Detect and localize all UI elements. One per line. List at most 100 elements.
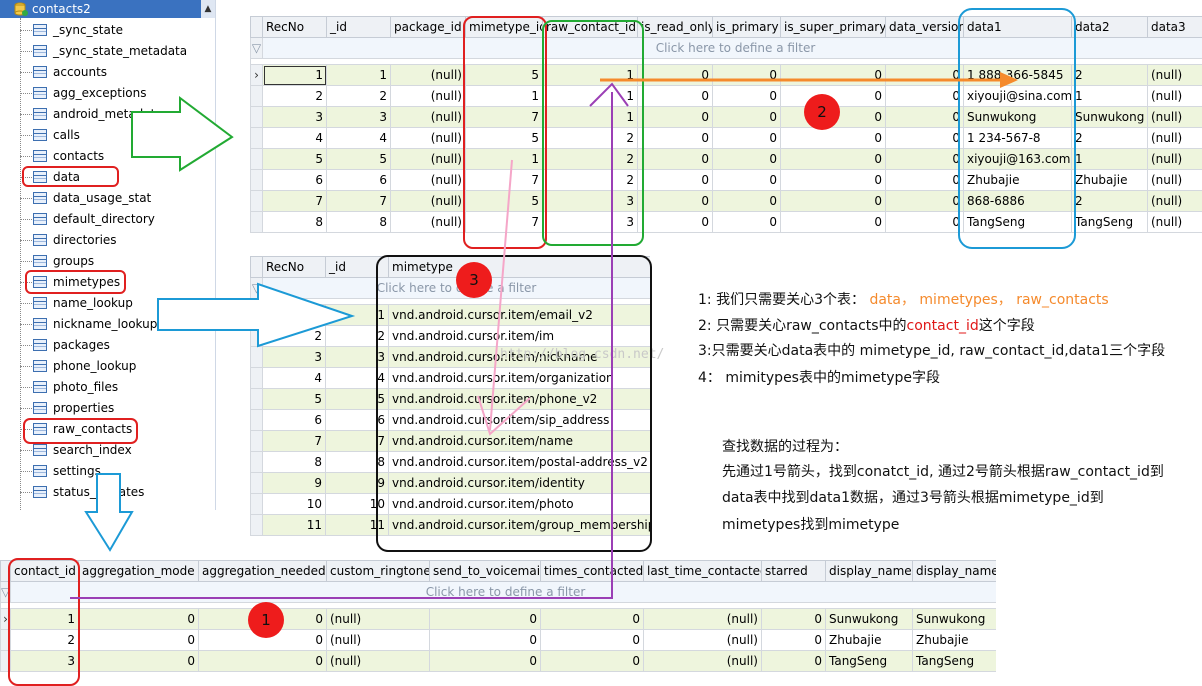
table-cell[interactable]: TangSeng bbox=[825, 650, 913, 672]
tree-item-contacts[interactable]: contacts bbox=[20, 146, 210, 167]
column-header-data2[interactable]: data2 bbox=[1071, 16, 1148, 38]
table-cell[interactable]: 1 bbox=[465, 85, 543, 107]
table-cell[interactable]: TangSeng bbox=[912, 650, 996, 672]
table-cell[interactable]: 0 bbox=[429, 650, 541, 672]
tree-item-phone-lookup[interactable]: phone_lookup bbox=[20, 356, 210, 377]
table-cell[interactable]: (null) bbox=[1147, 85, 1202, 107]
table-cell[interactable]: (null) bbox=[326, 650, 430, 672]
column-header-times-contacted[interactable]: times_contacted bbox=[540, 560, 644, 582]
column-header-data-version[interactable]: data_version bbox=[885, 16, 964, 38]
table-cell[interactable]: vnd.android.cursor.item/sip_address bbox=[388, 409, 650, 431]
table-cell[interactable]: (null) bbox=[326, 629, 430, 651]
table-cell[interactable]: 3 bbox=[262, 106, 327, 128]
table-cell[interactable]: 868-6886 bbox=[963, 190, 1072, 212]
table-cell[interactable]: 0 bbox=[198, 650, 327, 672]
table-cell[interactable]: Zhubajie bbox=[963, 169, 1072, 191]
table-cell[interactable]: 10 bbox=[262, 493, 326, 515]
table-cell[interactable]: 0 bbox=[637, 106, 713, 128]
tree-item-agg-exceptions[interactable]: agg_exceptions bbox=[20, 83, 210, 104]
table-cell[interactable]: 5 bbox=[262, 388, 326, 410]
table-cell[interactable]: 5 bbox=[465, 127, 543, 149]
table-cell[interactable]: 6 bbox=[325, 409, 389, 431]
table-cell[interactable]: 5 bbox=[262, 148, 327, 170]
table-cell[interactable]: 1 bbox=[465, 148, 543, 170]
tree-item-nickname-lookup[interactable]: nickname_lookup bbox=[20, 314, 210, 335]
table-cell[interactable]: 0 bbox=[429, 629, 541, 651]
column-header-last-time-contacted[interactable]: last_time_contacted bbox=[643, 560, 762, 582]
table-cell[interactable]: (null) bbox=[1147, 190, 1202, 212]
table-cell[interactable]: vnd.android.cursor.item/phone_v2 bbox=[388, 388, 650, 410]
table-cell[interactable]: 0 bbox=[761, 629, 826, 651]
table-cell[interactable]: 0 bbox=[761, 650, 826, 672]
table-cell[interactable]: (null) bbox=[1147, 211, 1202, 233]
tree-item--sync-state[interactable]: _sync_state bbox=[20, 20, 210, 41]
tree-item-properties[interactable]: properties bbox=[20, 398, 210, 419]
table-cell[interactable]: 0 bbox=[780, 169, 886, 191]
tree-item--sync-state-metadata[interactable]: _sync_state_metadata bbox=[20, 41, 210, 62]
table-cell[interactable]: 0 bbox=[637, 127, 713, 149]
table-cell[interactable]: 1 bbox=[542, 85, 638, 107]
table-cell[interactable]: 0 bbox=[712, 85, 781, 107]
table-cell[interactable]: 0 bbox=[885, 106, 964, 128]
table-cell[interactable]: 2 bbox=[262, 85, 327, 107]
table-cell[interactable]: (null) bbox=[643, 608, 762, 630]
table-cell[interactable]: 0 bbox=[712, 169, 781, 191]
table-cell[interactable]: Zhubajie bbox=[825, 629, 913, 651]
table-cell[interactable]: 6 bbox=[262, 409, 326, 431]
table-cell[interactable]: 3 bbox=[542, 211, 638, 233]
table-cell[interactable]: 10 bbox=[325, 493, 389, 515]
table-cell[interactable]: (null) bbox=[390, 211, 466, 233]
tree-item-default-directory[interactable]: default_directory bbox=[20, 209, 210, 230]
column-header-data1[interactable]: data1 bbox=[963, 16, 1072, 38]
tree-root-contacts2[interactable]: contacts2 ▲ bbox=[0, 0, 215, 18]
column-header-contact-id[interactable]: contact_id bbox=[10, 560, 79, 582]
tree-item-directories[interactable]: directories bbox=[20, 230, 210, 251]
column-header-is-super-primary[interactable]: is_super_primary bbox=[780, 16, 886, 38]
table-cell[interactable]: 1 bbox=[542, 106, 638, 128]
column-header-custom-ringtone[interactable]: custom_ringtone bbox=[326, 560, 430, 582]
table-cell[interactable]: vnd.android.cursor.item/nickname bbox=[388, 346, 650, 368]
column-header-RecNo[interactable]: RecNo bbox=[262, 16, 327, 38]
table-cell[interactable]: 2 bbox=[542, 127, 638, 149]
table-cell[interactable]: vnd.android.cursor.item/organization bbox=[388, 367, 650, 389]
table-cell[interactable]: 2 bbox=[10, 629, 79, 651]
table-cell[interactable]: (null) bbox=[1147, 106, 1202, 128]
table-cell[interactable]: 1 bbox=[262, 64, 327, 86]
table-cell[interactable]: Sunwukong bbox=[1071, 106, 1148, 128]
table-cell[interactable]: 0 bbox=[780, 211, 886, 233]
table-cell[interactable]: 0 bbox=[780, 190, 886, 212]
table-cell[interactable]: 1 bbox=[10, 608, 79, 630]
tree-item-settings[interactable]: settings bbox=[20, 461, 210, 482]
table-cell[interactable]: 9 bbox=[325, 472, 389, 494]
tree-item-groups[interactable]: groups bbox=[20, 251, 210, 272]
table-cell[interactable]: Sunwukong bbox=[825, 608, 913, 630]
table-cell[interactable]: 0 bbox=[78, 650, 199, 672]
table-cell[interactable]: 0 bbox=[78, 629, 199, 651]
table-cell[interactable]: vnd.android.cursor.item/group_membership bbox=[388, 514, 650, 536]
tree-item-data[interactable]: data bbox=[20, 167, 210, 188]
table-cell[interactable]: 0 bbox=[885, 211, 964, 233]
table-cell[interactable]: (null) bbox=[390, 64, 466, 86]
table-cell[interactable]: 7 bbox=[325, 430, 389, 452]
table-cell[interactable]: 0 bbox=[712, 148, 781, 170]
table-cell[interactable]: (null) bbox=[1147, 127, 1202, 149]
table-cell[interactable]: Zhubajie bbox=[1071, 169, 1148, 191]
table-cell[interactable]: xiyouji@163.com bbox=[963, 148, 1072, 170]
tree-item-search-index[interactable]: search_index bbox=[20, 440, 210, 461]
filter-row[interactable]: ▽Click here to define a filter bbox=[250, 37, 1202, 59]
table-cell[interactable]: vnd.android.cursor.item/identity bbox=[388, 472, 650, 494]
table-cell[interactable]: Zhubajie bbox=[912, 629, 996, 651]
table-cell[interactable]: 11 bbox=[262, 514, 326, 536]
table-cell[interactable]: 0 bbox=[637, 211, 713, 233]
table-cell[interactable]: (null) bbox=[1147, 148, 1202, 170]
table-cell[interactable]: 7 bbox=[326, 190, 391, 212]
